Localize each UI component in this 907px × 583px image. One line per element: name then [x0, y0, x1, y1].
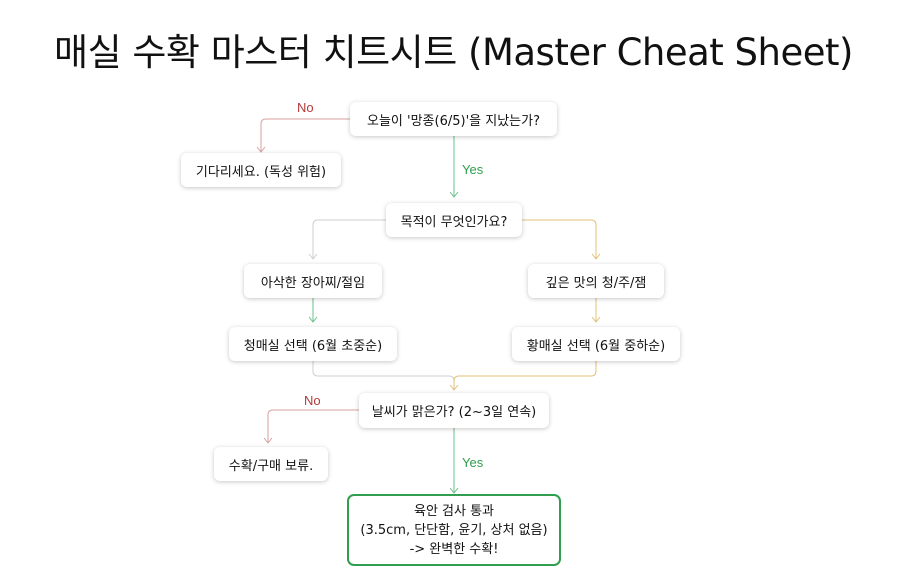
node-yellow-plum: 황매실 선택 (6월 중하순) — [512, 327, 680, 361]
node-wait: 기다리세요. (독성 위험) — [181, 153, 341, 187]
final-line-3: -> 완벽한 수확! — [409, 541, 499, 557]
decision-purpose: 목적이 무엇인가요? — [386, 203, 522, 237]
arrow-weather-no — [263, 437, 273, 444]
edge-label-yes-date: Yes — [462, 162, 484, 177]
edge-label-yes-weather: Yes — [462, 455, 484, 470]
node-hold: 수확/구매 보류. — [214, 447, 328, 481]
arrow-syrup-yellow — [591, 316, 601, 323]
node-green-plum: 청매실 선택 (6월 초중순) — [229, 327, 397, 361]
edge-yellow-weather — [453, 361, 597, 390]
node-final-pass: 육안 검사 통과 (3.5cm, 단단함, 윤기, 상처 없음) -> 완벽한 … — [347, 494, 561, 566]
edge-label-no-date: No — [297, 100, 314, 115]
edge-purpose-syrup — [522, 219, 597, 259]
final-line-2: (3.5cm, 단단함, 윤기, 상처 없음) — [360, 522, 548, 538]
node-syrup: 깊은 맛의 청/주/잼 — [528, 264, 664, 298]
arrow-weather-yes — [449, 487, 459, 494]
page-title: 매실 수확 마스터 치트시트 (Master Cheat Sheet) — [54, 31, 853, 74]
decision-weather: 날씨가 맑은가? (2~3일 연속) — [359, 393, 549, 428]
edge-weather-no — [267, 409, 359, 443]
edge-purpose-pickle — [312, 219, 386, 259]
arrow-pickle-green — [308, 316, 318, 323]
arrow-date-yes — [449, 191, 459, 198]
final-line-1: 육안 검사 통과 — [413, 503, 495, 519]
arrow-purpose-syrup — [591, 253, 601, 260]
decision-date: 오늘이 '망종(6/5)'을 지났는가? — [350, 102, 557, 136]
arrow-purpose-pickle — [308, 253, 318, 260]
edge-green-weather — [312, 361, 455, 390]
arrow-date-no — [256, 146, 266, 153]
edge-label-no-weather: No — [304, 393, 321, 408]
arrow-weather-in — [449, 384, 459, 391]
edge-date-no — [260, 118, 350, 152]
node-pickle: 아삭한 장아찌/절임 — [244, 264, 382, 298]
